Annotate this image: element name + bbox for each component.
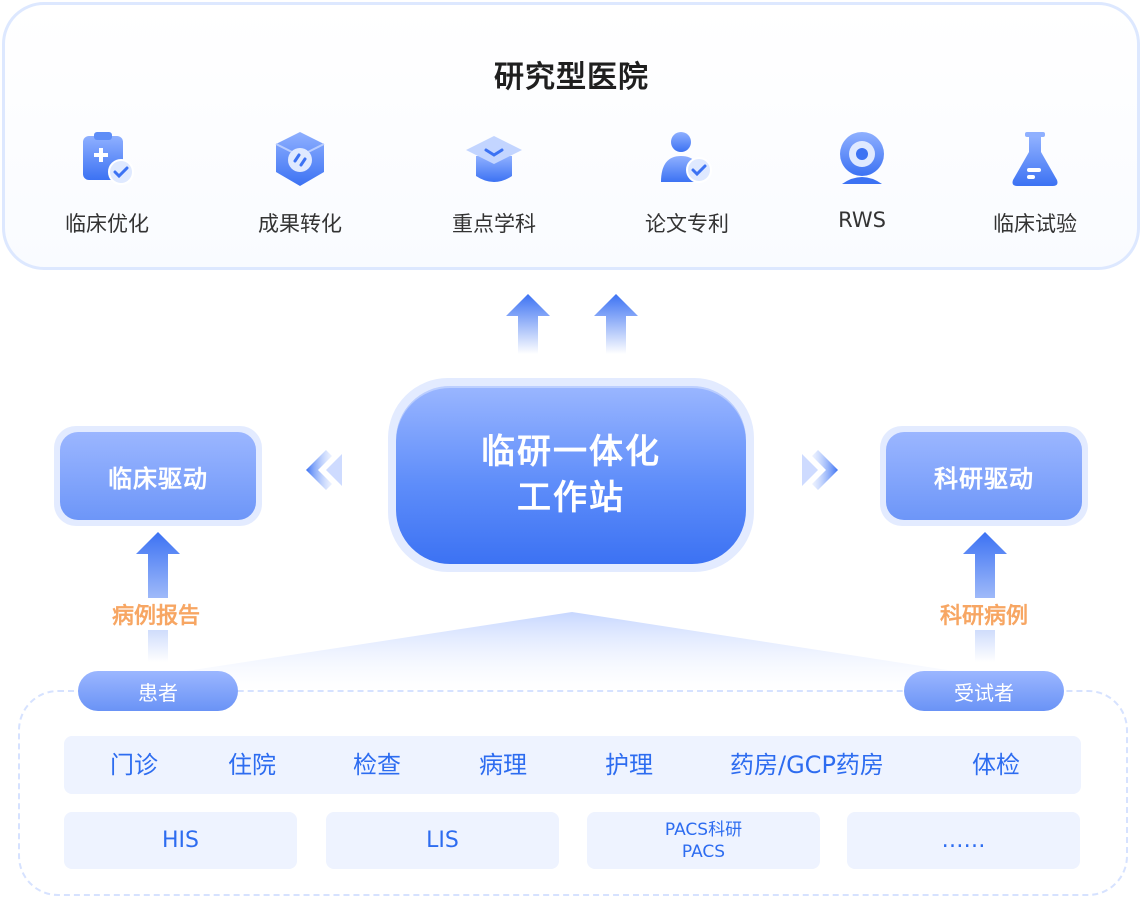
system-lis[interactable]: LIS <box>326 812 559 869</box>
research-driver-box[interactable]: 科研驱动 <box>886 432 1082 520</box>
dept-physical-exam[interactable]: 体检 <box>972 751 1020 779</box>
case-report-label: 病例报告 <box>86 598 226 630</box>
system-label: LIS <box>426 827 459 853</box>
feature-rws[interactable]: RWS <box>782 128 942 232</box>
feature-label: RWS <box>838 208 886 232</box>
subject-pill[interactable]: 受试者 <box>904 671 1064 711</box>
feature-clinical-trial[interactable]: 临床试验 <box>955 128 1115 238</box>
feature-papers-patents[interactable]: 论文专利 <box>607 128 767 238</box>
feature-clinical-optimization[interactable]: 临床优化 <box>27 128 187 238</box>
flask-icon <box>1012 132 1058 186</box>
system-his[interactable]: HIS <box>64 812 297 869</box>
feature-label: 重点学科 <box>452 212 536 236</box>
user-check-icon <box>661 132 712 183</box>
feature-label: 临床优化 <box>65 212 149 236</box>
cube-exchange-icon <box>275 132 325 186</box>
dept-pharmacy[interactable]: 药房/GCP药房 <box>730 751 884 779</box>
feature-label: 论文专利 <box>645 212 729 236</box>
research-driver-label: 科研驱动 <box>934 464 1034 493</box>
clinical-driver-label: 临床驱动 <box>108 464 208 493</box>
target-disc-icon <box>840 132 884 184</box>
system-label: PACS <box>681 841 726 862</box>
clipboard-check-icon <box>83 132 134 185</box>
system-more[interactable]: …… <box>847 812 1080 869</box>
page-title: 研究型医院 <box>494 60 649 95</box>
department-row: 门诊 住院 检查 病理 护理 药房/GCP药房 体检 <box>64 736 1081 794</box>
dept-nursing[interactable]: 护理 <box>605 751 653 779</box>
feature-key-discipline[interactable]: 重点学科 <box>414 128 574 238</box>
chevron-left-icon <box>306 450 342 490</box>
system-label: PACS科研 <box>664 819 743 840</box>
feature-label: 临床试验 <box>993 212 1077 236</box>
feature-label: 成果转化 <box>258 212 342 236</box>
graduation-cap-icon <box>466 136 522 182</box>
system-label: …… <box>941 827 986 853</box>
subject-label: 受试者 <box>954 680 1014 705</box>
arrow-up-icon <box>594 294 638 354</box>
arrow-up-icon <box>506 294 550 354</box>
dept-examination[interactable]: 检查 <box>353 751 401 779</box>
system-label: HIS <box>162 827 199 853</box>
patient-pill[interactable]: 患者 <box>78 671 238 711</box>
chevron-right-icon <box>802 450 838 490</box>
research-hub[interactable]: 临研一体化 工作站 <box>396 386 746 564</box>
clinical-driver-box[interactable]: 临床驱动 <box>60 432 256 520</box>
patient-label: 患者 <box>138 680 178 705</box>
research-case-label: 科研病例 <box>914 598 1054 630</box>
system-pacs[interactable]: PACS科研 PACS <box>587 812 820 869</box>
convergence-fan <box>180 612 960 692</box>
top-panel <box>2 2 1140 270</box>
dept-inpatient[interactable]: 住院 <box>228 751 276 779</box>
hub-title-line2: 工作站 <box>517 478 625 518</box>
dept-outpatient[interactable]: 门诊 <box>110 751 158 779</box>
arrow-up-icon <box>963 532 1007 662</box>
arrow-up-icon <box>136 532 180 662</box>
dept-pathology[interactable]: 病理 <box>479 751 527 779</box>
hub-title-line1: 临研一体化 <box>481 432 661 472</box>
feature-achievement-transfer[interactable]: 成果转化 <box>220 128 380 238</box>
